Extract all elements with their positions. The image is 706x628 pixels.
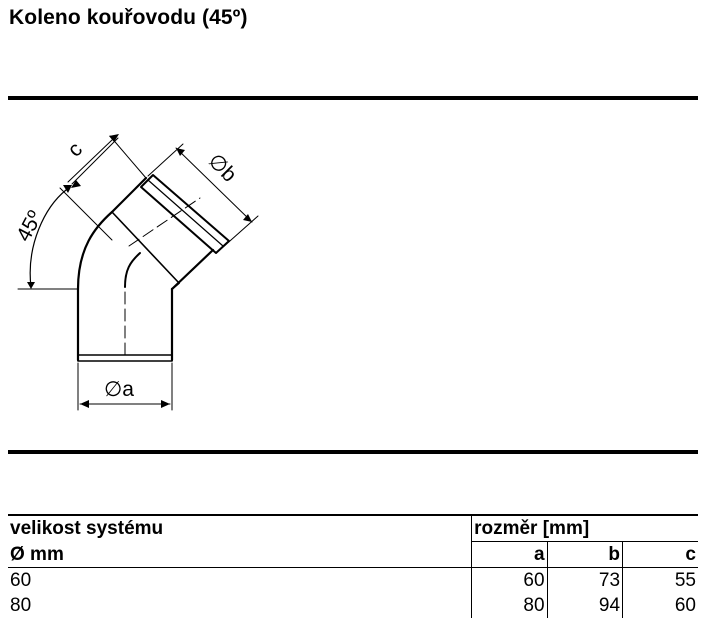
header-diameter-mm: Ø mm [10, 543, 64, 565]
header-col-c: c [622, 541, 698, 568]
row-a: 80 [471, 593, 548, 618]
dimensions-table: velikost systému rozměr [mm] Ø mm a b c … [8, 514, 698, 618]
top-divider [8, 96, 698, 100]
table-subheader-row: Ø mm a b c [8, 541, 698, 568]
angle-label: 45º [12, 207, 47, 245]
dimension-b-label: ∅b [203, 149, 240, 186]
dimension-c-label: c [63, 138, 87, 162]
bottom-divider [8, 450, 698, 454]
row-b: 73 [546, 567, 623, 593]
header-col-b: b [546, 541, 623, 568]
dimension-a-label: ∅a [104, 378, 134, 401]
dimension-a [77, 362, 173, 411]
elbow-bend [76, 210, 180, 291]
table-row: 80 80 94 60 [8, 593, 698, 618]
row-size: 60 [8, 567, 472, 593]
elbow-technical-drawing: 45º c ∅b ∅a [12, 134, 259, 411]
dimension-c [67, 134, 147, 188]
row-c: 55 [622, 567, 698, 593]
table-row: 60 60 73 55 [8, 567, 698, 593]
angle-dimension [17, 185, 113, 290]
header-col-a: a [471, 541, 548, 568]
row-a: 60 [471, 567, 548, 593]
row-size: 80 [10, 595, 32, 616]
page-title: Koleno kouřovodu (45º) [9, 6, 248, 29]
table-header-row: velikost systému rozměr [mm] [8, 514, 698, 542]
header-system-size: velikost systému [8, 514, 472, 542]
diagonal-pipe [110, 174, 230, 291]
dimension-b [147, 143, 259, 249]
row-b: 94 [546, 593, 623, 618]
vertical-pipe [76, 287, 174, 362]
row-c: 60 [622, 593, 698, 618]
header-dimension-group: rozměr [mm] [471, 514, 698, 542]
